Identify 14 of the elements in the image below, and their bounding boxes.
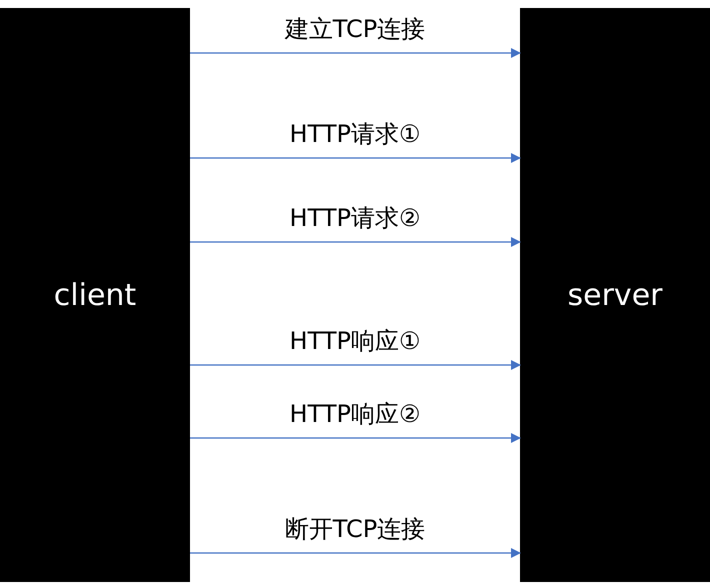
edge-label: HTTP响应② (290, 400, 420, 428)
edge-label: HTTP请求② (290, 204, 420, 232)
arrow (190, 237, 521, 247)
arrow (190, 548, 521, 558)
edge-label: HTTP响应① (290, 327, 420, 355)
client-box: client (0, 8, 190, 582)
edge-label: HTTP请求① (290, 120, 420, 148)
edge-label: 建立TCP连接 (284, 15, 426, 43)
arrow (190, 48, 521, 58)
server-box: server (520, 8, 710, 582)
edge-label: 断开TCP连接 (284, 515, 426, 543)
arrow (190, 360, 521, 370)
arrow (190, 153, 521, 163)
arrow (190, 433, 521, 443)
